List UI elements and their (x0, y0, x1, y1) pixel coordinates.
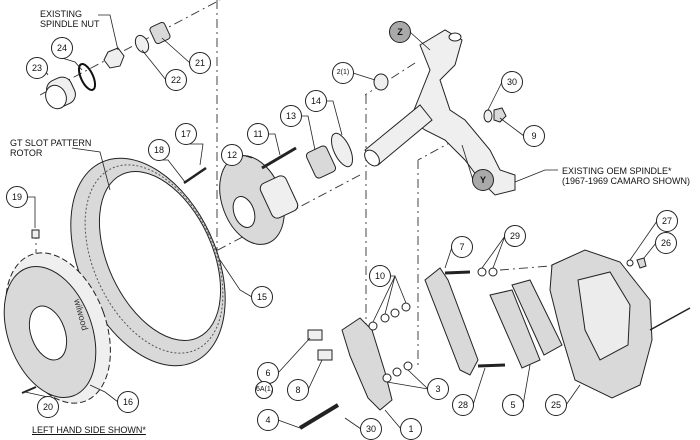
callout-14: 14 (305, 90, 327, 112)
adapter-stud-top (444, 270, 471, 275)
washer (134, 34, 150, 54)
callout-9: 9 (523, 125, 545, 147)
callout-y: Y (472, 169, 494, 191)
spindle-nut (103, 47, 125, 69)
inner-bearing (305, 145, 337, 179)
callout-2: 2(1) (332, 62, 354, 84)
shims-10 (368, 302, 411, 331)
callout-11: 11 (247, 123, 269, 145)
callout-21: 21 (189, 52, 211, 74)
note-existing-spindle-nut: EXISTING SPINDLE NUT (40, 9, 100, 29)
nut-plate (31, 229, 40, 239)
note-left-hand-side-shown: LEFT HAND SIDE SHOWN* (32, 425, 146, 435)
spacer (373, 73, 389, 91)
callout-4: 4 (257, 409, 279, 431)
callout-6a: 6A(1) (255, 381, 273, 399)
callout-8: 8 (287, 379, 309, 401)
callout-22: 22 (165, 69, 187, 91)
rotor-hat: wilwood (3, 252, 111, 404)
callout-5: 5 (502, 394, 524, 416)
callout-30-spindle: 30 (501, 71, 523, 93)
callout-30-bracket: 30 (360, 418, 382, 440)
callout-1: 1 (400, 418, 422, 440)
caliper-window (577, 271, 631, 361)
washer-29b (488, 267, 498, 277)
callout-27: 27 (656, 210, 678, 232)
outer-bearing (149, 21, 171, 45)
rotor (70, 157, 226, 367)
adapter-stud-bottom (477, 363, 506, 368)
bracket-bolt (298, 403, 340, 430)
callout-3: 3 (427, 378, 449, 400)
bracket-bolt-8 (317, 349, 333, 361)
callout-19: 19 (6, 186, 28, 208)
spindle-nut-9 (493, 107, 507, 123)
wheel-stud (261, 146, 297, 170)
callout-12: 12 (221, 144, 243, 166)
caliper-adapter (424, 267, 479, 376)
callout-17: 17 (175, 123, 197, 145)
note-gt-slot-rotor: GT SLOT PATTERN ROTOR (10, 138, 92, 158)
callout-20: 20 (37, 396, 59, 418)
brake-pad-2 (511, 279, 563, 356)
note-existing-oem-spindle: EXISTING OEM SPINDLE* (1967-1969 CAMARO … (562, 166, 691, 186)
callout-10: 10 (369, 265, 391, 287)
callout-26: 26 (655, 232, 677, 254)
caliper-bracket (341, 317, 393, 411)
callout-16: 16 (117, 391, 139, 413)
washer-27 (626, 259, 634, 267)
callout-24: 24 (51, 37, 73, 59)
pad-retainer-pin (649, 307, 691, 331)
callout-28: 28 (452, 394, 474, 416)
seal (330, 132, 354, 168)
spindle-washer (483, 109, 493, 123)
washer-29a (477, 267, 487, 277)
callout-z: Z (389, 21, 411, 43)
screw-20 (21, 386, 37, 394)
callout-13: 13 (280, 105, 302, 127)
brake-pad-1 (489, 289, 541, 369)
nut-26 (636, 257, 647, 269)
axis-line-upper (39, 0, 221, 96)
dust-cap (45, 63, 97, 110)
shims-3 (382, 361, 413, 383)
callout-18: 18 (148, 139, 170, 161)
callout-29: 29 (504, 225, 526, 247)
bracket-bolt-6 (307, 329, 323, 341)
leader-lines (24, 14, 658, 430)
callout-15: 15 (251, 286, 273, 308)
callout-7: 7 (451, 236, 473, 258)
rotor-bolt (183, 166, 207, 185)
callout-23: 23 (26, 57, 48, 79)
spindle (364, 29, 516, 196)
callout-25: 25 (545, 394, 567, 416)
hub (219, 155, 299, 245)
